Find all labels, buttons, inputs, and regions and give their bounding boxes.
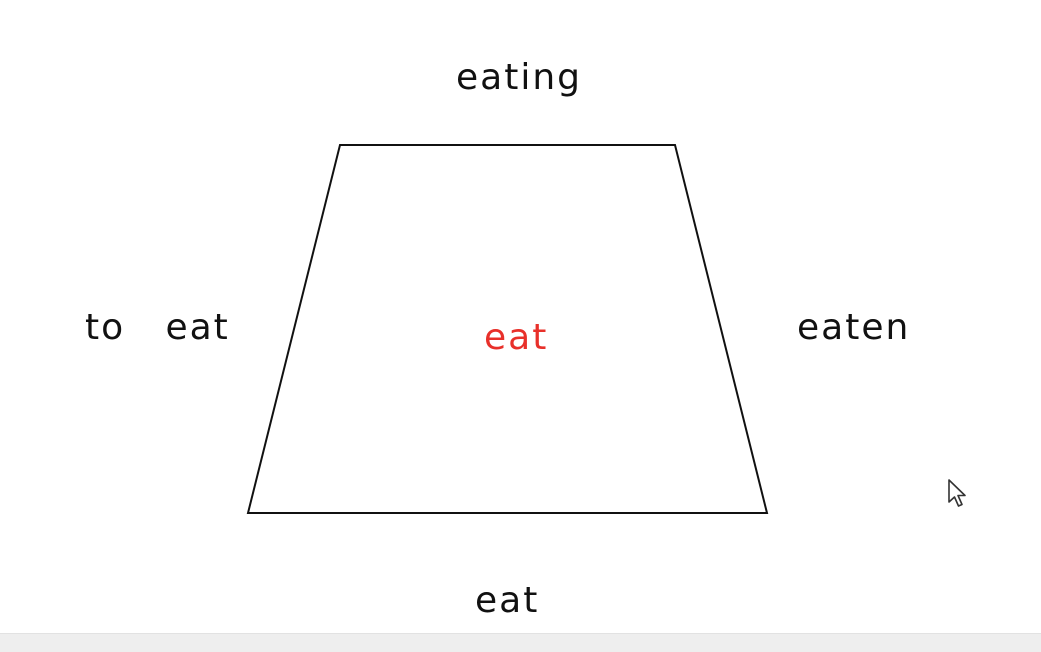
mouse-pointer-icon bbox=[948, 479, 966, 507]
label-bottom-base-form: eat bbox=[475, 580, 540, 621]
label-right-past-participle: eaten bbox=[797, 307, 911, 348]
label-center-base-verb: eat bbox=[484, 317, 549, 358]
bottom-scroll-bar bbox=[0, 633, 1041, 652]
label-left-infinitive: to eat bbox=[85, 307, 230, 348]
trapezoid-shape bbox=[246, 144, 769, 514]
label-top-present-participle: eating bbox=[456, 57, 582, 98]
